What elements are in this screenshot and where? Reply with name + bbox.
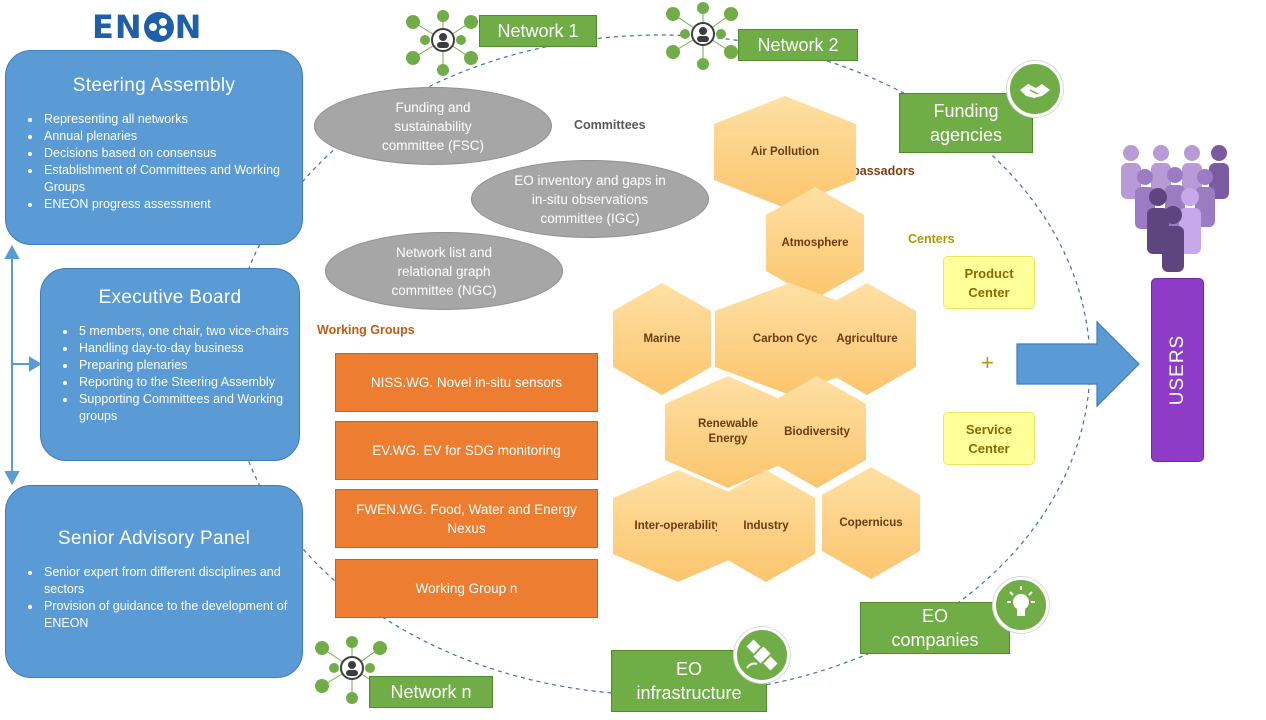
list-item: Decisions based on consensus bbox=[42, 145, 302, 162]
service-center: Service Center bbox=[943, 412, 1035, 465]
steering-assembly-title: Steering Assembly bbox=[72, 75, 236, 96]
lightbulb-icon bbox=[993, 577, 1049, 633]
centers-label: Centers bbox=[908, 232, 955, 246]
list-item: Annual plenaries bbox=[42, 128, 302, 145]
double-arrow-icon bbox=[4, 244, 42, 486]
list-item: Establishment of Committees and Working … bbox=[42, 162, 302, 196]
handshake-icon bbox=[1007, 61, 1063, 117]
users-label: USERS bbox=[1166, 334, 1188, 406]
steering-assembly-panel: Steering Assembly Representing all netwo… bbox=[5, 50, 303, 245]
list-item: Preparing plenaries bbox=[77, 357, 299, 374]
committees-label: Committees bbox=[574, 118, 646, 132]
senior-advisory-list: Senior expert from different disciplines… bbox=[6, 564, 302, 632]
ngc-committee: Network list and relational graph commit… bbox=[325, 232, 563, 310]
wg-fwen: FWEN.WG. Food, Water and Energy Nexus bbox=[335, 489, 598, 548]
igc-committee: EO inventory and gaps in in-situ observa… bbox=[471, 160, 709, 238]
senior-advisory-panel: Senior Advisory Panel Senior expert from… bbox=[5, 485, 303, 678]
users-crowd-icon bbox=[1121, 145, 1229, 272]
hex-air-pollution: Air Pollution bbox=[714, 96, 856, 208]
network-n-box: Network n bbox=[369, 676, 493, 708]
fsc-committee: Funding and sustainability committee (FS… bbox=[314, 87, 552, 165]
executive-board-list: 5 members, one chair, two vice-chairs Ha… bbox=[41, 323, 299, 425]
list-item: ENEON progress assessment bbox=[42, 196, 302, 213]
eneon-logo: EN N bbox=[92, 8, 203, 46]
users-box: USERS bbox=[1151, 278, 1204, 462]
list-item: Supporting Committees and Working groups bbox=[77, 391, 299, 425]
network-2-box: Network 2 bbox=[738, 29, 858, 61]
satellite-icon bbox=[734, 627, 790, 683]
executive-board-panel: Executive Board 5 members, one chair, tw… bbox=[40, 268, 300, 461]
logo-o-mark bbox=[143, 12, 174, 42]
executive-board-title: Executive Board bbox=[98, 287, 242, 308]
product-center: Product Center bbox=[943, 256, 1035, 309]
network-1-box: Network 1 bbox=[479, 15, 597, 47]
list-item: Reporting to the Steering Assembly bbox=[77, 374, 299, 391]
network-cluster-icon bbox=[406, 10, 478, 76]
working-groups-label: Working Groups bbox=[317, 323, 415, 337]
wg-ev: EV.WG. EV for SDG monitoring bbox=[335, 421, 598, 480]
senior-advisory-title: Senior Advisory Panel bbox=[57, 528, 251, 549]
list-item: Provision of guidance to the development… bbox=[42, 598, 302, 632]
list-item: Senior expert from different disciplines… bbox=[42, 564, 302, 598]
eo-companies-box: EO companies bbox=[860, 602, 1010, 654]
steering-assembly-list: Representing all networks Annual plenari… bbox=[6, 111, 302, 213]
arrow-right-icon bbox=[1016, 320, 1140, 408]
wg-n: Working Group n bbox=[335, 559, 598, 618]
plus-sign: + bbox=[981, 350, 994, 375]
network-cluster-icon bbox=[666, 2, 738, 70]
list-item: Representing all networks bbox=[42, 111, 302, 128]
list-item: 5 members, one chair, two vice-chairs bbox=[77, 323, 299, 340]
list-item: Handling day-to-day business bbox=[77, 340, 299, 357]
wg-niss: NISS.WG. Novel in-situ sensors bbox=[335, 353, 598, 412]
